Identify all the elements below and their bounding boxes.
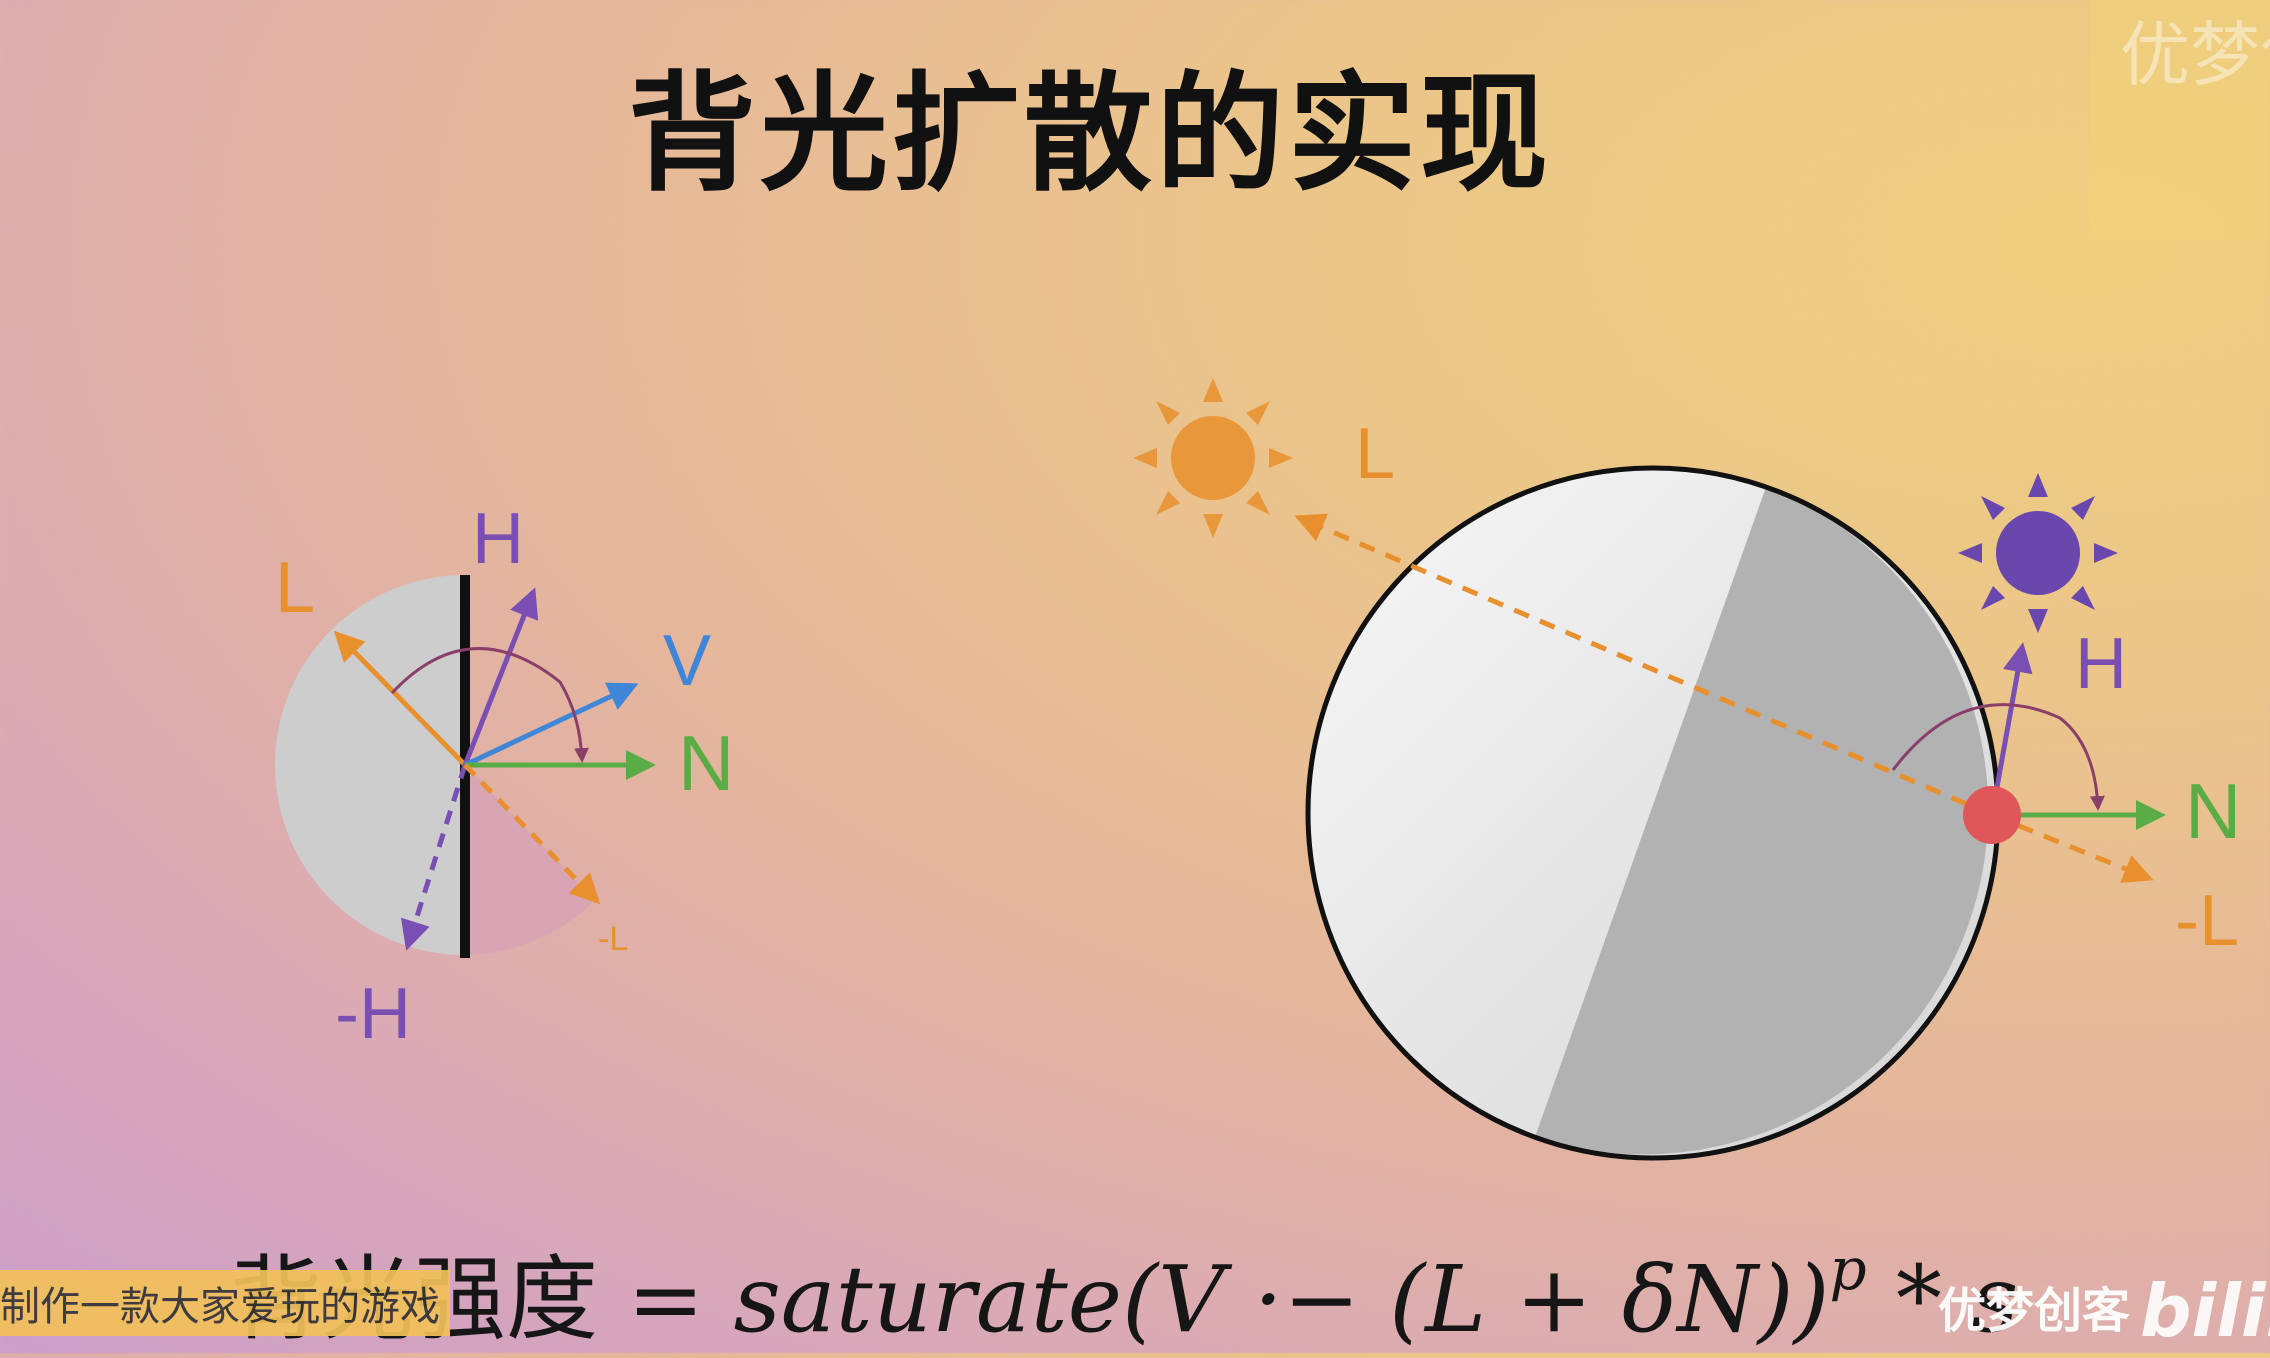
formula-tail: * s [1866, 1246, 2019, 1353]
left-diagram: L H V N -H -L [275, 499, 734, 1054]
surface-point [1963, 786, 2021, 844]
left-label-v: V [663, 621, 711, 701]
left-label-l: L [275, 548, 315, 628]
formula: 背光强度 = saturate(V ·− (L + δN))p * s [230, 1225, 2018, 1358]
sun-h-icon [1958, 473, 2118, 633]
right-label-h: H [2075, 624, 2127, 704]
left-angle-arc [390, 647, 589, 763]
left-half-disc [275, 575, 465, 955]
video-subtitle: 制作一款大家爱玩的游戏 [0, 1270, 450, 1336]
right-label-l: L [1355, 414, 1395, 494]
left-label-neg-h: -H [335, 974, 411, 1054]
l-dashed-line [1294, 513, 1993, 818]
right-label-neg-l: -L [2175, 881, 2239, 961]
watermark-corner: 优梦创客 [2090, 0, 2270, 240]
right-angle-arc [1891, 703, 2105, 811]
sun-icon [1133, 378, 1293, 538]
l-vector-arrow [333, 630, 467, 767]
formula-rhs: = saturate(V ·− (L + δN)) [627, 1246, 1830, 1353]
sphere-shadow-side [1535, 487, 1989, 1155]
left-label-h: H [472, 499, 524, 579]
neg-h-vector-arrow [400, 764, 468, 951]
left-label-n: N [678, 719, 734, 807]
left-shaded-wedge [465, 765, 595, 955]
page-title: 背光扩散的实现 [627, 60, 1552, 209]
neg-l-vector-arrow [463, 763, 601, 905]
formula-exponent: p [1829, 1235, 1867, 1304]
right-diagram: L H N -L [1133, 378, 2241, 1161]
v-vector-arrow [463, 682, 639, 768]
watermark-bottom: 优梦创客 [1937, 1283, 2130, 1339]
left-label-neg-l: -L [598, 920, 628, 958]
right-label-n: N [2185, 767, 2241, 855]
h-vector-arrow [462, 587, 539, 766]
bilibili-logo-icon: bilibili [2140, 1269, 2270, 1353]
